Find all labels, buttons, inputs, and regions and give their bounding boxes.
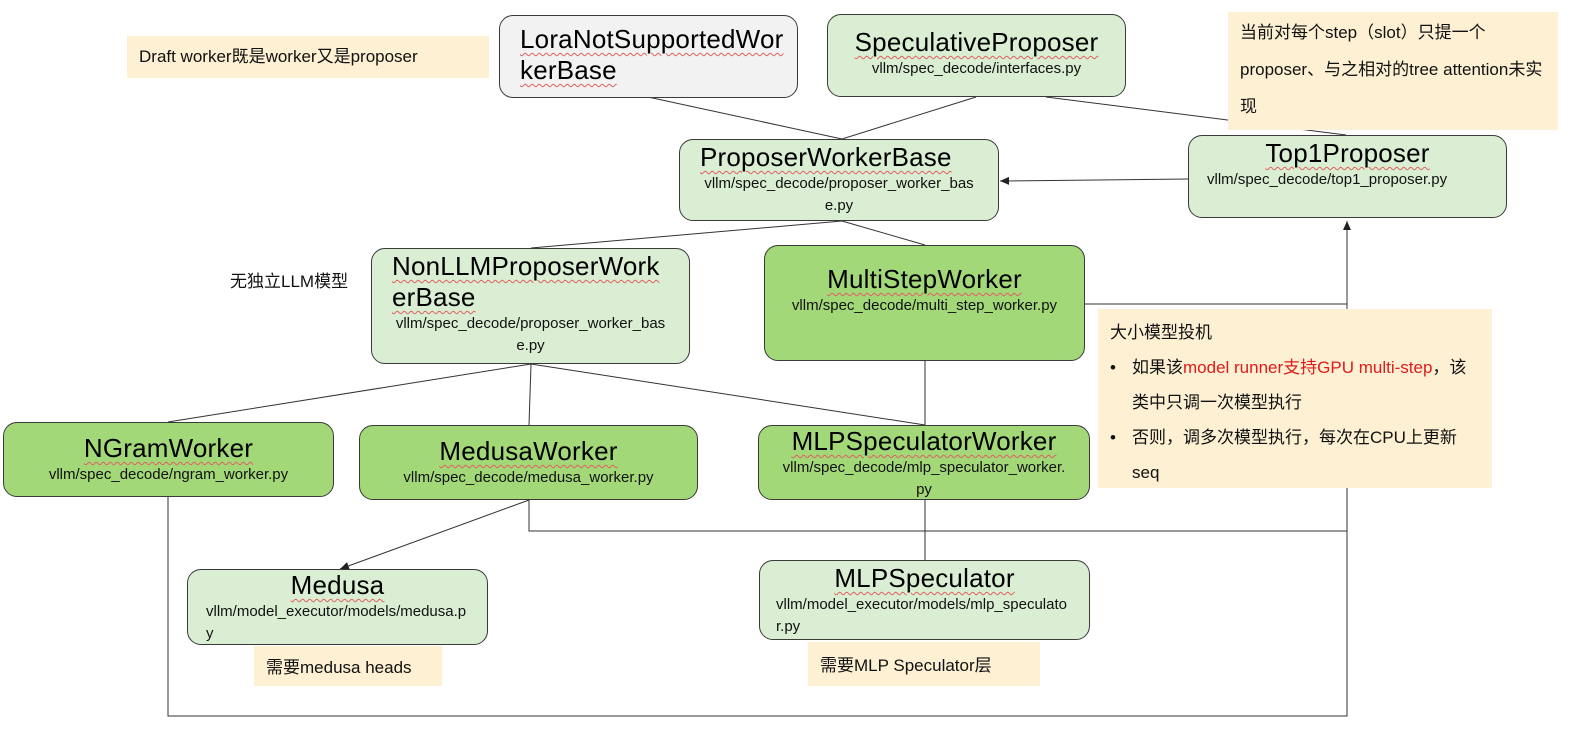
node-mlp-speculator: MLPSpeculator vllm/model_executor/models… [759, 560, 1090, 640]
node-title: Medusa [290, 570, 385, 600]
node-nonllm-proposer-worker-base: NonLLMProposerWorkerBase vllm/spec_decod… [371, 248, 690, 364]
node-top1-proposer: Top1Proposer vllm/spec_decode/top1_propo… [1188, 135, 1507, 218]
note-draft-worker-text: Draft worker既是worker又是proposer [139, 47, 418, 66]
note-draft-worker: Draft worker既是worker又是proposer [127, 36, 489, 78]
edge-medusaworker-to-medusa [339, 499, 530, 570]
bullet1-post: ，该类中只调一次模型执行 [1132, 358, 1467, 412]
node-medusa: Medusa vllm/model_executor/models/medusa… [187, 569, 488, 645]
node-path: vllm/spec_decode/top1_proposer.py [1207, 171, 1448, 188]
note-mlp-layer-text: 需要MLP Speculator层 [820, 656, 992, 675]
note-no-llm: 无独立LLM模型 [230, 272, 349, 291]
node-mlp-speculator-worker: MLPSpeculatorWorker vllm/spec_decode/mlp… [758, 425, 1090, 500]
bullet2-text: 否则，调多次模型执行，每次在CPU上更新seq [1132, 428, 1457, 482]
node-medusa-worker: MedusaWorker vllm/spec_decode/medusa_wor… [359, 425, 698, 500]
edge-pwb-to-multistep [841, 220, 926, 246]
node-title: MultiStepWorker [827, 264, 1022, 294]
edge-nonllm-to-ngram [167, 363, 532, 423]
node-speculative-proposer: SpeculativeProposer vllm/spec_decode/int… [827, 14, 1126, 97]
bullet-icon: • [1110, 358, 1116, 377]
node-lora-not-supported-worker-base: LoraNotSupportedWorkerBase [499, 15, 798, 98]
edge-lora-to-proposerworkerbase [647, 96, 843, 140]
node-path: vllm/model_executor/models/mlp_speculato… [776, 596, 1067, 635]
node-title: Top1Proposer [1265, 138, 1430, 168]
edge-nonllm-to-mlpworker [530, 363, 926, 426]
note-tree-attention: 当前对每个step（slot）只提一个proposer、与之相对的tree at… [1228, 12, 1558, 130]
node-multi-step-worker: MultiStepWorker vllm/spec_decode/multi_s… [764, 245, 1085, 361]
edge-specproposer-to-proposerworkerbase [841, 96, 977, 140]
node-path: vllm/spec_decode/proposer_worker_base.py [395, 315, 666, 354]
node-path: vllm/spec_decode/proposer_worker_base.py [704, 175, 974, 214]
node-title: MLPSpeculator [834, 563, 1015, 593]
node-title: MLPSpeculatorWorker [791, 426, 1057, 456]
bullet-icon: • [1110, 428, 1116, 447]
bullet1-red: model runner支持GPU multi-step [1183, 358, 1433, 377]
node-path: vllm/spec_decode/medusa_worker.py [403, 469, 654, 486]
node-path: vllm/model_executor/models/medusa.py [206, 603, 467, 642]
note-multi-step: 大小模型投机 • 如果该model runner支持GPU multi-step… [1098, 309, 1492, 488]
node-title: LoraNotSupportedWorkerBase [520, 24, 784, 85]
node-path: vllm/spec_decode/multi_step_worker.py [791, 297, 1058, 314]
edge-multistep-to-top1 [1085, 221, 1351, 305]
note-mlp-layer: 需要MLP Speculator层 [808, 642, 1040, 686]
note-medusa-heads: 需要medusa heads [254, 646, 442, 686]
node-title: NGramWorker [83, 433, 254, 463]
note-multi-step-bullet-2: • 否则，调多次模型执行，每次在CPU上更新seq [1110, 420, 1480, 490]
node-proposer-worker-base: ProposerWorkerBase vllm/spec_decode/prop… [679, 139, 999, 221]
node-title: SpeculativeProposer [854, 27, 1099, 57]
note-medusa-heads-text: 需要medusa heads [266, 658, 412, 677]
edge-nonllm-to-medusaworker [528, 363, 532, 426]
edge-ngram-to-top1 [167, 497, 1348, 717]
edge-top1-to-proposerworkerbase [999, 176, 1189, 185]
node-title: MedusaWorker [439, 436, 618, 466]
node-path: vllm/spec_decode/interfaces.py [871, 60, 1082, 77]
bullet1-pre: 如果该 [1132, 358, 1183, 377]
note-tree-attention-text: 当前对每个step（slot）只提一个proposer、与之相对的tree at… [1240, 23, 1543, 116]
node-path: vllm/spec_decode/mlp_speculator_worker.p… [782, 459, 1066, 498]
note-multi-step-bullet-1: • 如果该model runner支持GPU multi-step，该类中只调一… [1110, 350, 1480, 420]
note-multi-step-heading: 大小模型投机 [1110, 323, 1212, 342]
node-title: NonLLMProposerWorkerBase [392, 251, 660, 312]
node-title: ProposerWorkerBase [700, 142, 952, 172]
edge-pwb-to-nonllm [530, 220, 843, 249]
node-path: vllm/spec_decode/ngram_worker.py [48, 466, 289, 483]
node-ngram-worker: NGramWorker vllm/spec_decode/ngram_worke… [3, 422, 334, 497]
